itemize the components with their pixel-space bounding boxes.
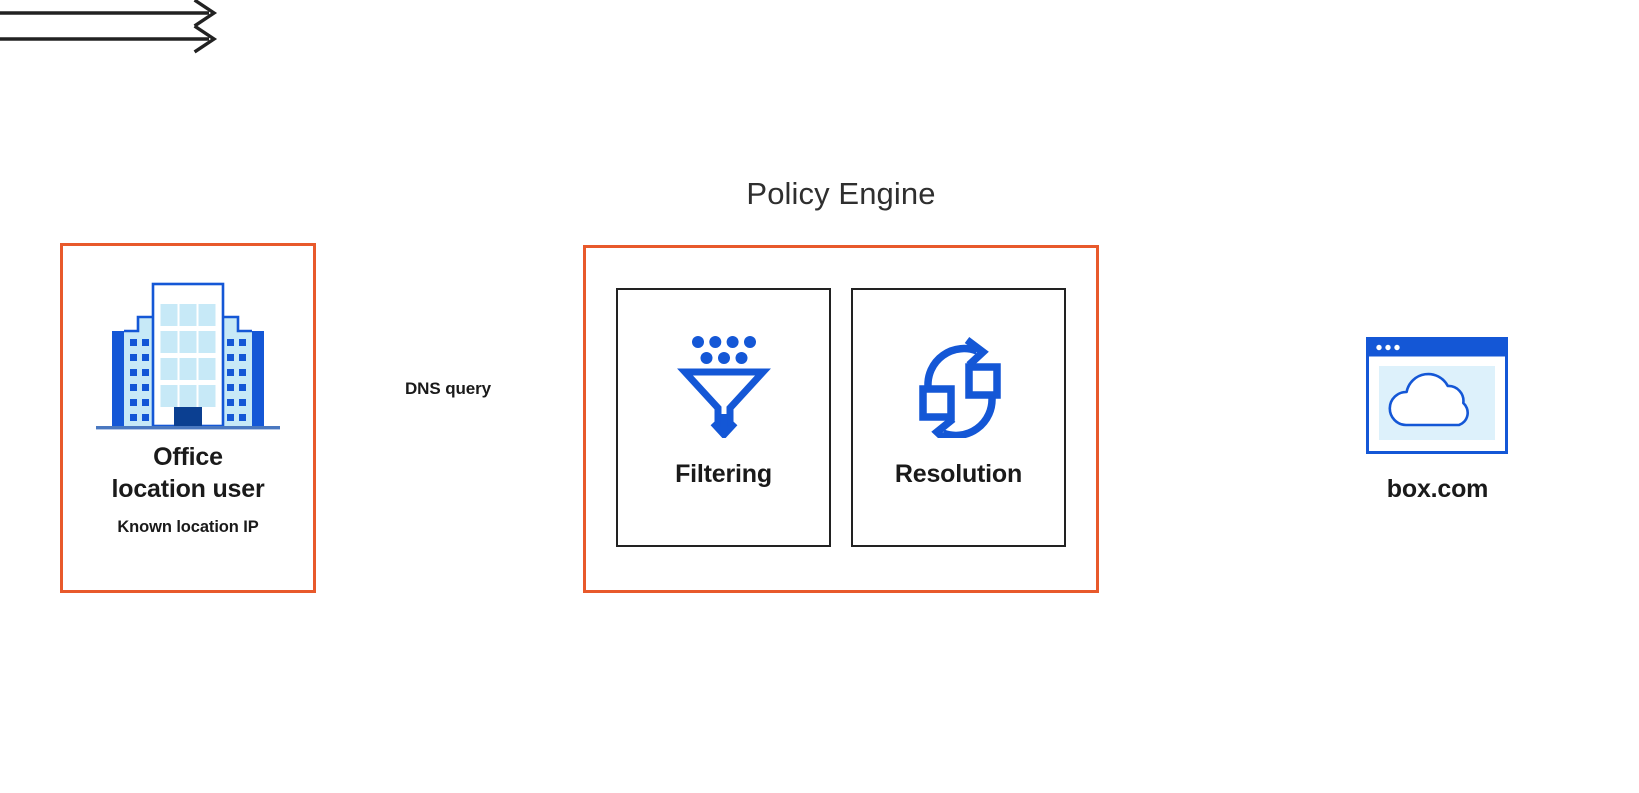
office-node-subtitle: Known location IP (117, 518, 259, 536)
office-node-title: Office location user (111, 443, 265, 503)
office-node-content: Office location user Known location IP (63, 276, 313, 537)
dns-query-label: DNS query (404, 379, 491, 398)
destination-label: box.com (1386, 475, 1489, 503)
funnel-filter-icon (676, 334, 772, 440)
office-location-node: Office location user Known location IP (60, 243, 316, 593)
policy-card-resolution-label: Resolution (894, 460, 1023, 488)
resolution-sync-icon (911, 334, 1007, 448)
arrow-office-to-policy (0, 0, 218, 28)
policy-card-filtering[interactable]: Filtering (616, 288, 831, 547)
browser-window-cloud-icon (1366, 337, 1508, 454)
policy-engine-title: Policy Engine (746, 176, 936, 211)
policy-card-resolution[interactable]: Resolution (851, 288, 1066, 547)
arrow-policy-to-destination (0, 24, 218, 54)
office-building-icon (94, 276, 282, 441)
policy-card-filtering-label: Filtering (675, 460, 772, 488)
